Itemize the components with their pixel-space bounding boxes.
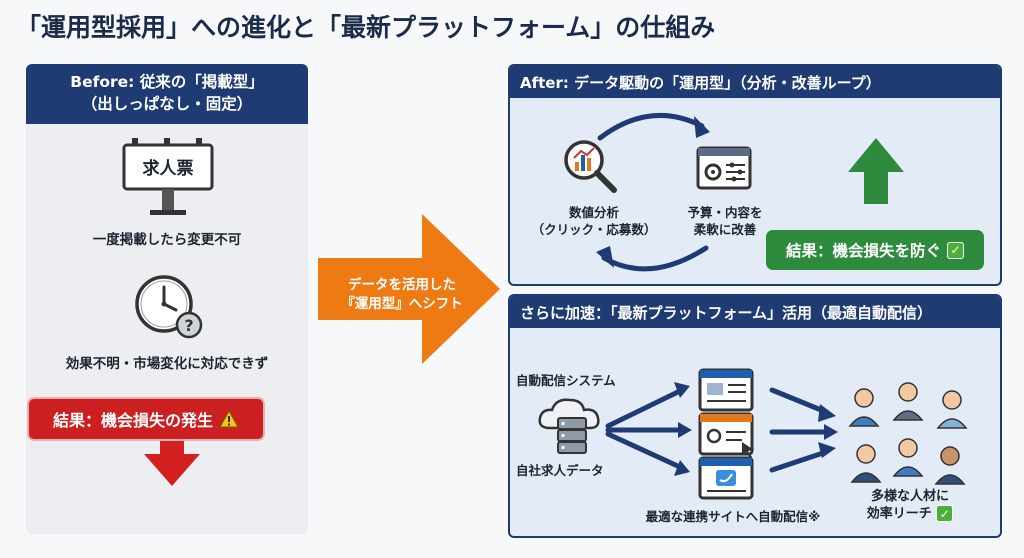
before-caption-fixed: 一度掲載したら変更不可 xyxy=(92,232,242,248)
before-header-line2: （出しっぱなし・固定） xyxy=(81,95,253,113)
after-result-badge: 結果：機会損失を防ぐ ✓ xyxy=(766,230,984,270)
check-icon: ✓ xyxy=(936,505,954,522)
improve-caption-line2: 柔軟に改善 xyxy=(693,222,757,237)
page-title: 「運用型採用」への進化と「最新プラットフォーム」の仕組み xyxy=(16,13,716,42)
cloud-server-icon xyxy=(536,394,608,456)
talent-caption-line2-wrap: 効率リーチ ✓ xyxy=(840,505,980,523)
before-panel: Before: 従来の「掲載型」 （出しっぱなし・固定） 求人票 一度掲載したら… xyxy=(26,64,308,534)
analysis-caption: 数値分析 （クリック・応募数） xyxy=(524,204,664,238)
shift-label-line1: データを活用した xyxy=(348,277,456,293)
sites-label: 最適な連携サイトへ自動配信※ xyxy=(645,509,821,524)
clock-question-icon: ? xyxy=(134,274,204,340)
after-header: After: データ駆動の「運用型」（分析・改善ループ） xyxy=(510,66,1000,98)
improve-caption-line1: 予算・内容を xyxy=(687,205,763,220)
talent-caption: 多様な人材に 効率リーチ ✓ xyxy=(840,488,980,523)
down-arrow-icon xyxy=(144,424,200,486)
diverse-talent-people-icon xyxy=(842,378,972,502)
before-header: Before: 従来の「掲載型」 （出しっぱなし・固定） xyxy=(26,64,308,124)
improve-caption: 予算・内容を 柔軟に改善 xyxy=(662,204,788,238)
system-label: 自動配信システム xyxy=(516,373,616,388)
improvement-loop-arrows xyxy=(596,113,710,272)
job-site-window-icon xyxy=(698,368,754,412)
check-icon: ✓ xyxy=(947,241,964,259)
analytics-magnifier-icon xyxy=(562,138,618,194)
up-arrow-icon xyxy=(848,138,904,204)
billboard-label: 求人票 xyxy=(142,159,194,179)
svg-text:?: ? xyxy=(184,316,193,335)
shift-arrow-icon xyxy=(318,214,500,364)
talent-caption-line2: 効率リーチ xyxy=(866,506,932,522)
before-result-badge: 結果：機会損失の発生 xyxy=(27,397,265,441)
warning-icon xyxy=(219,410,239,428)
before-result-text: 結果：機会損失の発生 xyxy=(52,411,213,430)
platform-header: さらに加速：「最新プラットフォーム」活用（最適自動配信） xyxy=(510,296,1000,328)
before-caption-unknown: 効果不明・市場変化に対応できず xyxy=(65,356,269,372)
after-result-text: 結果：機会損失を防ぐ xyxy=(785,242,941,260)
platform-panel: さらに加速：「最新プラットフォーム」活用（最適自動配信） 自動配信システム 自社… xyxy=(508,294,1002,538)
analysis-caption-line2: （クリック・応募数） xyxy=(531,222,657,237)
data-label: 自社求人データ xyxy=(516,463,604,478)
social-site-window-icon xyxy=(698,456,754,500)
talent-caption-line1: 多様な人材に xyxy=(870,489,949,504)
ad-settings-window-icon xyxy=(698,412,758,458)
settings-window-icon xyxy=(696,146,752,190)
before-header-line1: Before: 従来の「掲載型」 xyxy=(70,73,264,91)
analysis-caption-line1: 数値分析 xyxy=(568,205,619,220)
distribution-arrows xyxy=(605,382,838,476)
billboard-icon: 求人票 xyxy=(122,138,214,216)
shift-label: データを活用した 『運用型』へシフト xyxy=(322,276,482,314)
shift-label-line2: 『運用型』へシフト xyxy=(341,296,463,312)
